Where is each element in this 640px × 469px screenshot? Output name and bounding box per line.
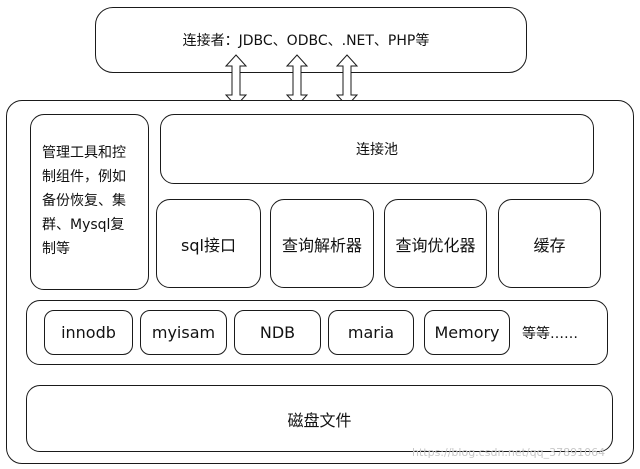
- management-line: 群、Mysql复: [42, 217, 125, 233]
- connection-pool-box: 连接池: [160, 114, 594, 184]
- engines-more-label: 等等……: [522, 326, 578, 342]
- engine-maria-label: maria: [347, 323, 395, 342]
- engine-memory-label: Memory: [434, 323, 500, 342]
- sql-interface-label: sql接口: [181, 235, 236, 255]
- double-arrow-icon: [285, 54, 309, 107]
- engine-innodb-label: innodb: [61, 323, 116, 342]
- connection-pool-label: 连接池: [356, 142, 398, 158]
- query-optimizer-label: 查询优化器: [395, 235, 476, 255]
- management-tools-box: 管理工具和控 制组件，例如 备份恢复、集 群、Mysql复 制等: [30, 114, 149, 290]
- engine-myisam-label: myisam: [151, 323, 216, 342]
- disk-files-label: 磁盘文件: [287, 410, 352, 430]
- cache-box: 缓存: [498, 199, 601, 288]
- connectors-box: 连接者：JDBC、ODBC、.NET、PHP等: [95, 7, 527, 73]
- query-optimizer-box: 查询优化器: [384, 199, 487, 288]
- connectors-label: 连接者：JDBC、ODBC、.NET、PHP等: [182, 33, 430, 49]
- engine-innodb-box: innodb: [44, 310, 133, 355]
- engine-ndb-box: NDB: [234, 310, 321, 355]
- disk-files-box: 磁盘文件: [26, 385, 613, 452]
- management-line: 管理工具和控: [42, 145, 126, 161]
- management-line: 制组件，例如: [42, 169, 126, 185]
- double-arrow-icon: [224, 54, 248, 107]
- management-line: 制等: [42, 241, 70, 257]
- cache-label: 缓存: [533, 235, 566, 255]
- query-parser-label: 查询解析器: [281, 235, 362, 255]
- query-parser-box: 查询解析器: [270, 199, 374, 288]
- engine-memory-box: Memory: [424, 310, 510, 355]
- watermark-text: https://blog.csdn.net/qq_37891064: [412, 446, 606, 459]
- engine-maria-box: maria: [328, 310, 414, 355]
- sql-interface-box: sql接口: [156, 199, 261, 288]
- engine-ndb-label: NDB: [259, 323, 296, 342]
- double-arrow-icon: [335, 54, 359, 107]
- management-line: 备份恢复、集: [42, 193, 126, 209]
- engine-myisam-box: myisam: [140, 310, 227, 355]
- management-tools-text: 管理工具和控 制组件，例如 备份恢复、集 群、Mysql复 制等: [42, 141, 126, 261]
